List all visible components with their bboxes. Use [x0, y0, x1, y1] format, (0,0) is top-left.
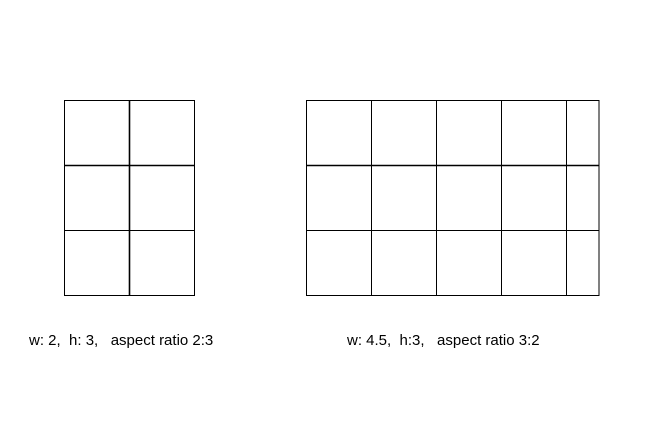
caption-right: w: 4.5, h:3, aspect ratio 3:2	[347, 332, 540, 349]
caption-left: w: 2, h: 3, aspect ratio 2:3	[29, 332, 214, 349]
grid-2x3	[64, 100, 195, 296]
grid-4.5x3	[306, 100, 600, 296]
grid-border	[306, 100, 600, 296]
